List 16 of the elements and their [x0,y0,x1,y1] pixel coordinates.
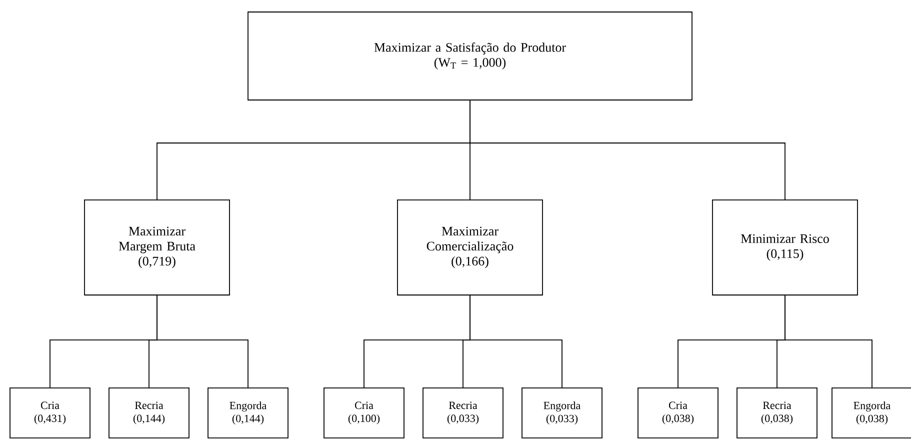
goal-box: Maximizar Comercialização (0,166) [397,200,543,296]
criterion-box: Engorda (0,038) [832,388,911,438]
criterion-box: Recria (0,033) [422,388,504,438]
criterion-box: Recria (0,144) [108,388,190,438]
connector [470,295,562,388]
goal-box: Minimizar Risco (0,115) [712,200,858,296]
criterion-box: Engorda (0,144) [208,388,288,438]
criterion-box: Recria (0,038) [736,388,818,438]
connector [784,295,872,388]
criterion-box: Cria (0,431) [10,388,90,438]
connector [156,295,248,388]
goal-box: Maximizar Margem Bruta (0,719) [84,200,230,296]
criterion-box: Engorda (0,033) [522,388,602,438]
goal-box: Maximizar a Satisfação do Produtor (W$_{T}$ = 1,000) [248,12,692,100]
criterion-box: Cria (0,038) [638,388,718,438]
criterion-box: Cria (0,100) [324,388,404,438]
